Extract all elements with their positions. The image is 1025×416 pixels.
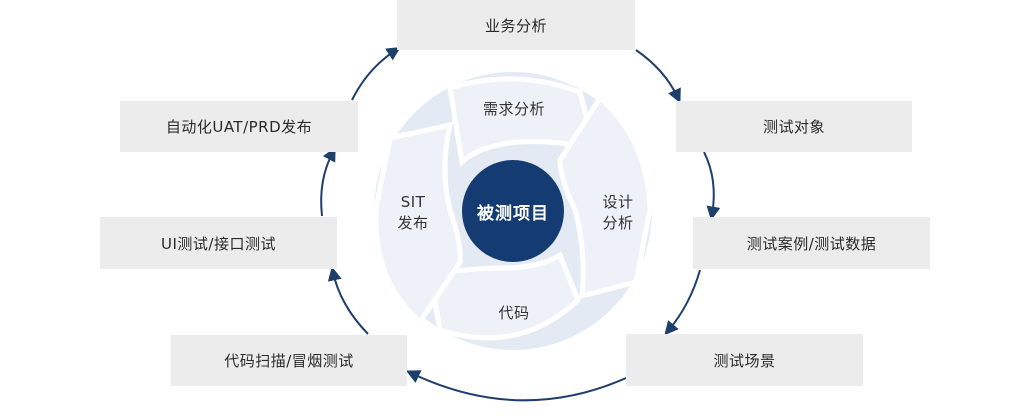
- segment-label-left-line2: 发布: [397, 214, 429, 232]
- arrow-r1-to-r2: [703, 151, 721, 221]
- segment-label-right: 设计 分析: [590, 192, 646, 234]
- inner-ring-segments: [373, 76, 653, 341]
- step-box-code-scan: 代码扫描/冒烟测试: [171, 335, 407, 386]
- arrow-r2-to-r3: [664, 269, 701, 336]
- step-label: 代码扫描/冒烟测试: [224, 352, 354, 370]
- step-box-business-analysis: 业务分析: [397, 0, 635, 50]
- arrow-l3-to-l2: [327, 266, 369, 335]
- step-label: 自动化UAT/PRD发布: [165, 118, 313, 136]
- arrow-r3-to-l3: [405, 370, 627, 402]
- center-label: 被测项目: [477, 203, 549, 224]
- step-label: 测试场景: [713, 351, 776, 370]
- segment-label-right-line2: 分析: [602, 214, 634, 232]
- step-label: 测试对象: [762, 118, 825, 136]
- segment-label-right-line1: 设计: [602, 193, 634, 211]
- step-label: UI测试/接口测试: [161, 234, 276, 253]
- step-box-auto-uat-release: 自动化UAT/PRD发布: [120, 101, 358, 152]
- step-box-test-cases: 测试案例/测试数据: [693, 217, 930, 269]
- segment-right: [557, 94, 653, 300]
- step-label: 测试案例/测试数据: [746, 234, 877, 253]
- arrow-top-to-r1: [635, 49, 681, 104]
- segment-label-top: 需求分析: [482, 100, 545, 118]
- outer-cycle-arrows: [320, 46, 721, 402]
- center-circle: [462, 160, 564, 262]
- step-label: 业务分析: [484, 16, 547, 35]
- step-box-test-object: 测试对象: [676, 101, 912, 152]
- segment-label-left: SIT 发布: [385, 192, 441, 234]
- segment-left: [373, 121, 463, 326]
- step-box-test-scenarios: 测试场景: [626, 334, 863, 386]
- step-box-ui-api-test: UI测试/接口测试: [100, 217, 337, 269]
- arrow-l1-to-top: [351, 46, 401, 101]
- segment-label-bottom: 代码: [498, 304, 530, 322]
- segment-label-left-line1: SIT: [400, 193, 426, 211]
- arrow-l2-to-l1: [320, 147, 336, 217]
